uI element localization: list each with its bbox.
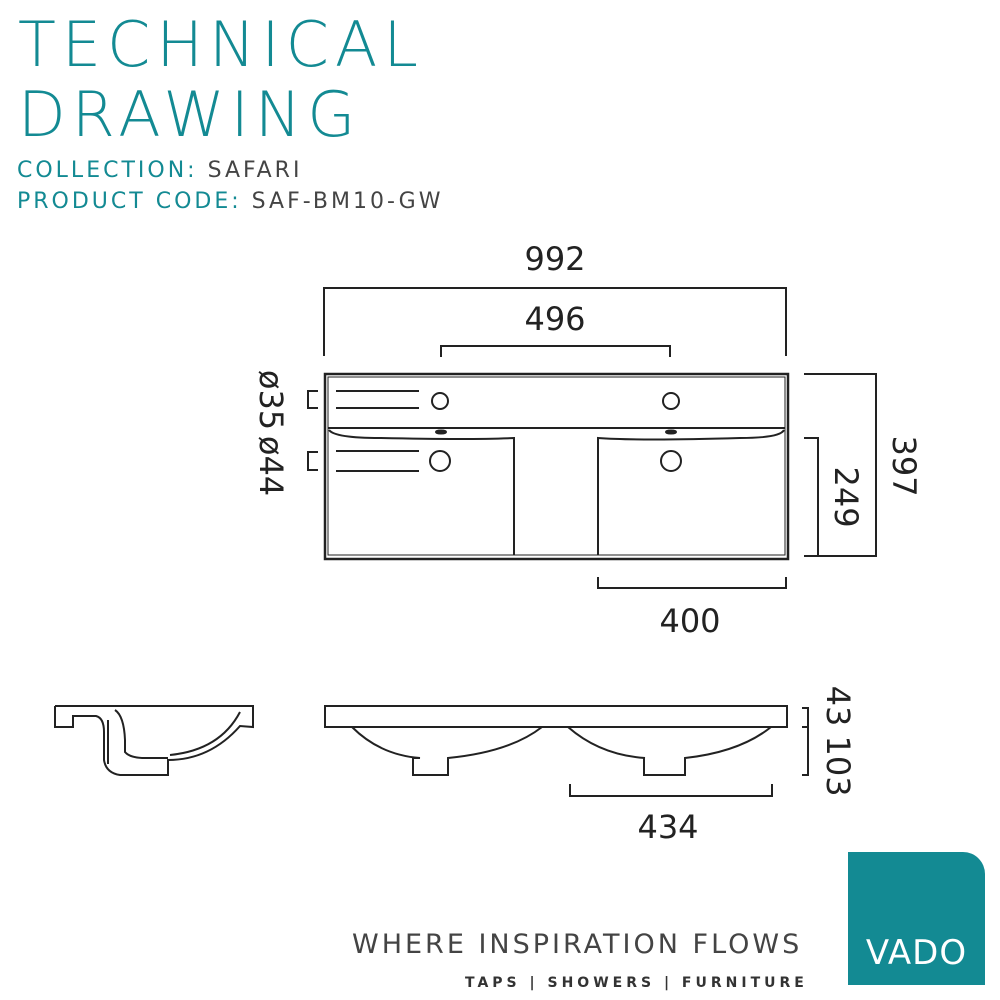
dim-tap-bracket xyxy=(307,390,318,409)
product-code-value: SAF-BM10-GW xyxy=(251,189,444,214)
dim-overall-depth: 397 xyxy=(885,435,923,496)
logo-text: VADO xyxy=(865,933,968,973)
dim-total-height: 103 xyxy=(819,735,857,796)
waste-hole-right xyxy=(660,450,682,472)
basin-side-section xyxy=(54,705,254,776)
collection-value: SAFARI xyxy=(207,158,303,183)
waste-hole-left xyxy=(429,450,451,472)
collection-label: COLLECTION: xyxy=(17,158,198,183)
tap-hole-right xyxy=(662,392,680,410)
product-code: PRODUCT CODE: SAF-BM10-GW xyxy=(17,189,444,214)
dim-tap-hole: ø35 xyxy=(252,370,290,430)
dim-397-line xyxy=(804,373,877,557)
product-code-label: PRODUCT CODE: xyxy=(17,189,242,214)
dim-rim-height: 43 xyxy=(819,686,857,727)
dim-43-103-line xyxy=(802,707,809,776)
bowl-left xyxy=(328,429,515,555)
dim-992-line xyxy=(323,287,787,356)
basin-top-outline xyxy=(323,372,790,561)
basin-front-outline xyxy=(324,705,788,728)
dim-tap-centres: 496 xyxy=(524,300,585,338)
title-line-1: TECHNICAL xyxy=(18,8,424,81)
tap-hole-left xyxy=(431,392,449,410)
dim-waste-centres: 434 xyxy=(637,808,698,846)
vado-logo: VADO xyxy=(848,852,985,985)
dim-249-line xyxy=(804,437,819,557)
dim-496-line xyxy=(440,345,671,357)
dim-400-line xyxy=(597,577,787,589)
dim-waste-bracket xyxy=(307,451,318,471)
tagline: WHERE INSPIRATION FLOWS xyxy=(352,929,803,960)
dim-waste-hole: ø44 xyxy=(252,436,290,496)
dim-434-line xyxy=(569,784,773,797)
bowl-right xyxy=(597,429,785,555)
title-line-2: DRAWING xyxy=(18,78,362,151)
dim-bowl-width: 400 xyxy=(659,602,720,640)
collection: COLLECTION: SAFARI xyxy=(17,158,302,183)
subline: TAPS | SHOWERS | FURNITURE xyxy=(465,975,808,991)
dim-bowl-depth: 249 xyxy=(827,466,865,527)
dim-overall-width: 992 xyxy=(524,240,585,278)
